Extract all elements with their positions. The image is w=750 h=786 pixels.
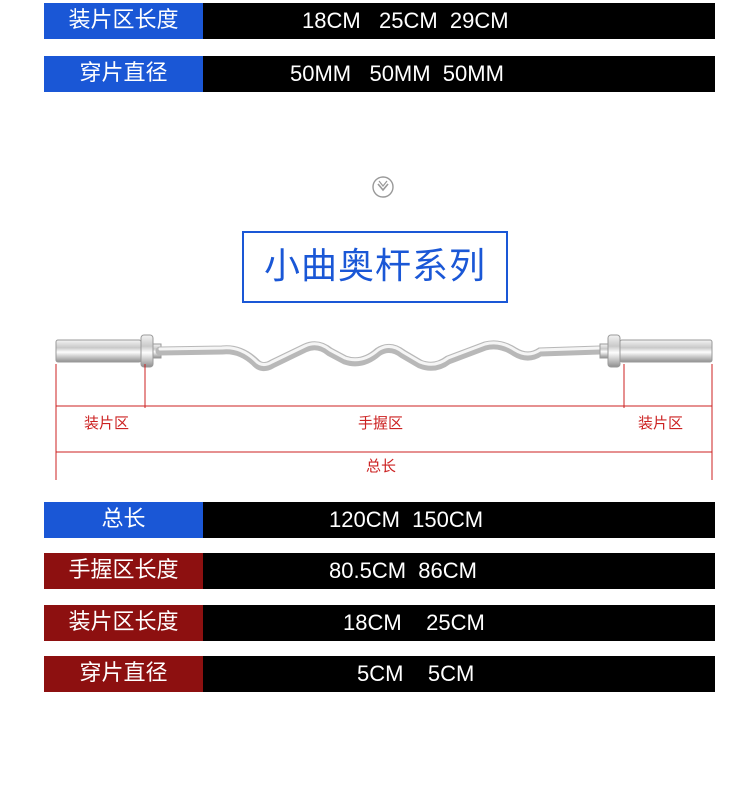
spec-value: 80.5CM 86CM [329,558,477,583]
spec-value: 18CM 25CM [343,610,485,635]
left-sleeve-label: 装片区 [84,414,130,432]
total-length-label: 总长 [366,457,397,475]
spec-value: 5CM 5CM [357,661,475,686]
curl-bar-image [55,334,713,480]
spec-row-top-bore-diameter: 穿片直径 50MM 50MM 50MM [44,56,715,92]
spec-label: 穿片直径 [44,56,203,92]
chevron-down-circle-icon [372,176,394,198]
barbell-diagram: 装片区 手握区 装片区 总长 [0,320,750,490]
spec-row-grip-length: 手握区长度 80.5CM 86CM [44,553,715,589]
grip-zone-label: 手握区 [358,414,404,432]
spec-label: 总长 [44,502,203,538]
series-title: 小曲奥杆系列 [242,231,508,303]
spec-row-top-sleeve-length: 装片区长度 18CM 25CM 29CM [44,3,715,39]
spec-value: 18CM 25CM 29CM [302,8,509,33]
spec-label: 穿片直径 [44,656,203,692]
spec-label: 手握区长度 [44,553,203,589]
spec-row-bore-diameter: 穿片直径 5CM 5CM [44,656,715,692]
dimension-lines [55,364,713,480]
spec-value: 50MM 50MM 50MM [290,61,504,86]
spec-row-sleeve-length: 装片区长度 18CM 25CM [44,605,715,641]
spec-row-total-length: 总长 120CM 150CM [44,502,715,538]
spec-label: 装片区长度 [44,605,203,641]
right-sleeve-label: 装片区 [638,414,684,432]
spec-value: 120CM 150CM [329,507,484,532]
spec-label: 装片区长度 [44,3,203,39]
